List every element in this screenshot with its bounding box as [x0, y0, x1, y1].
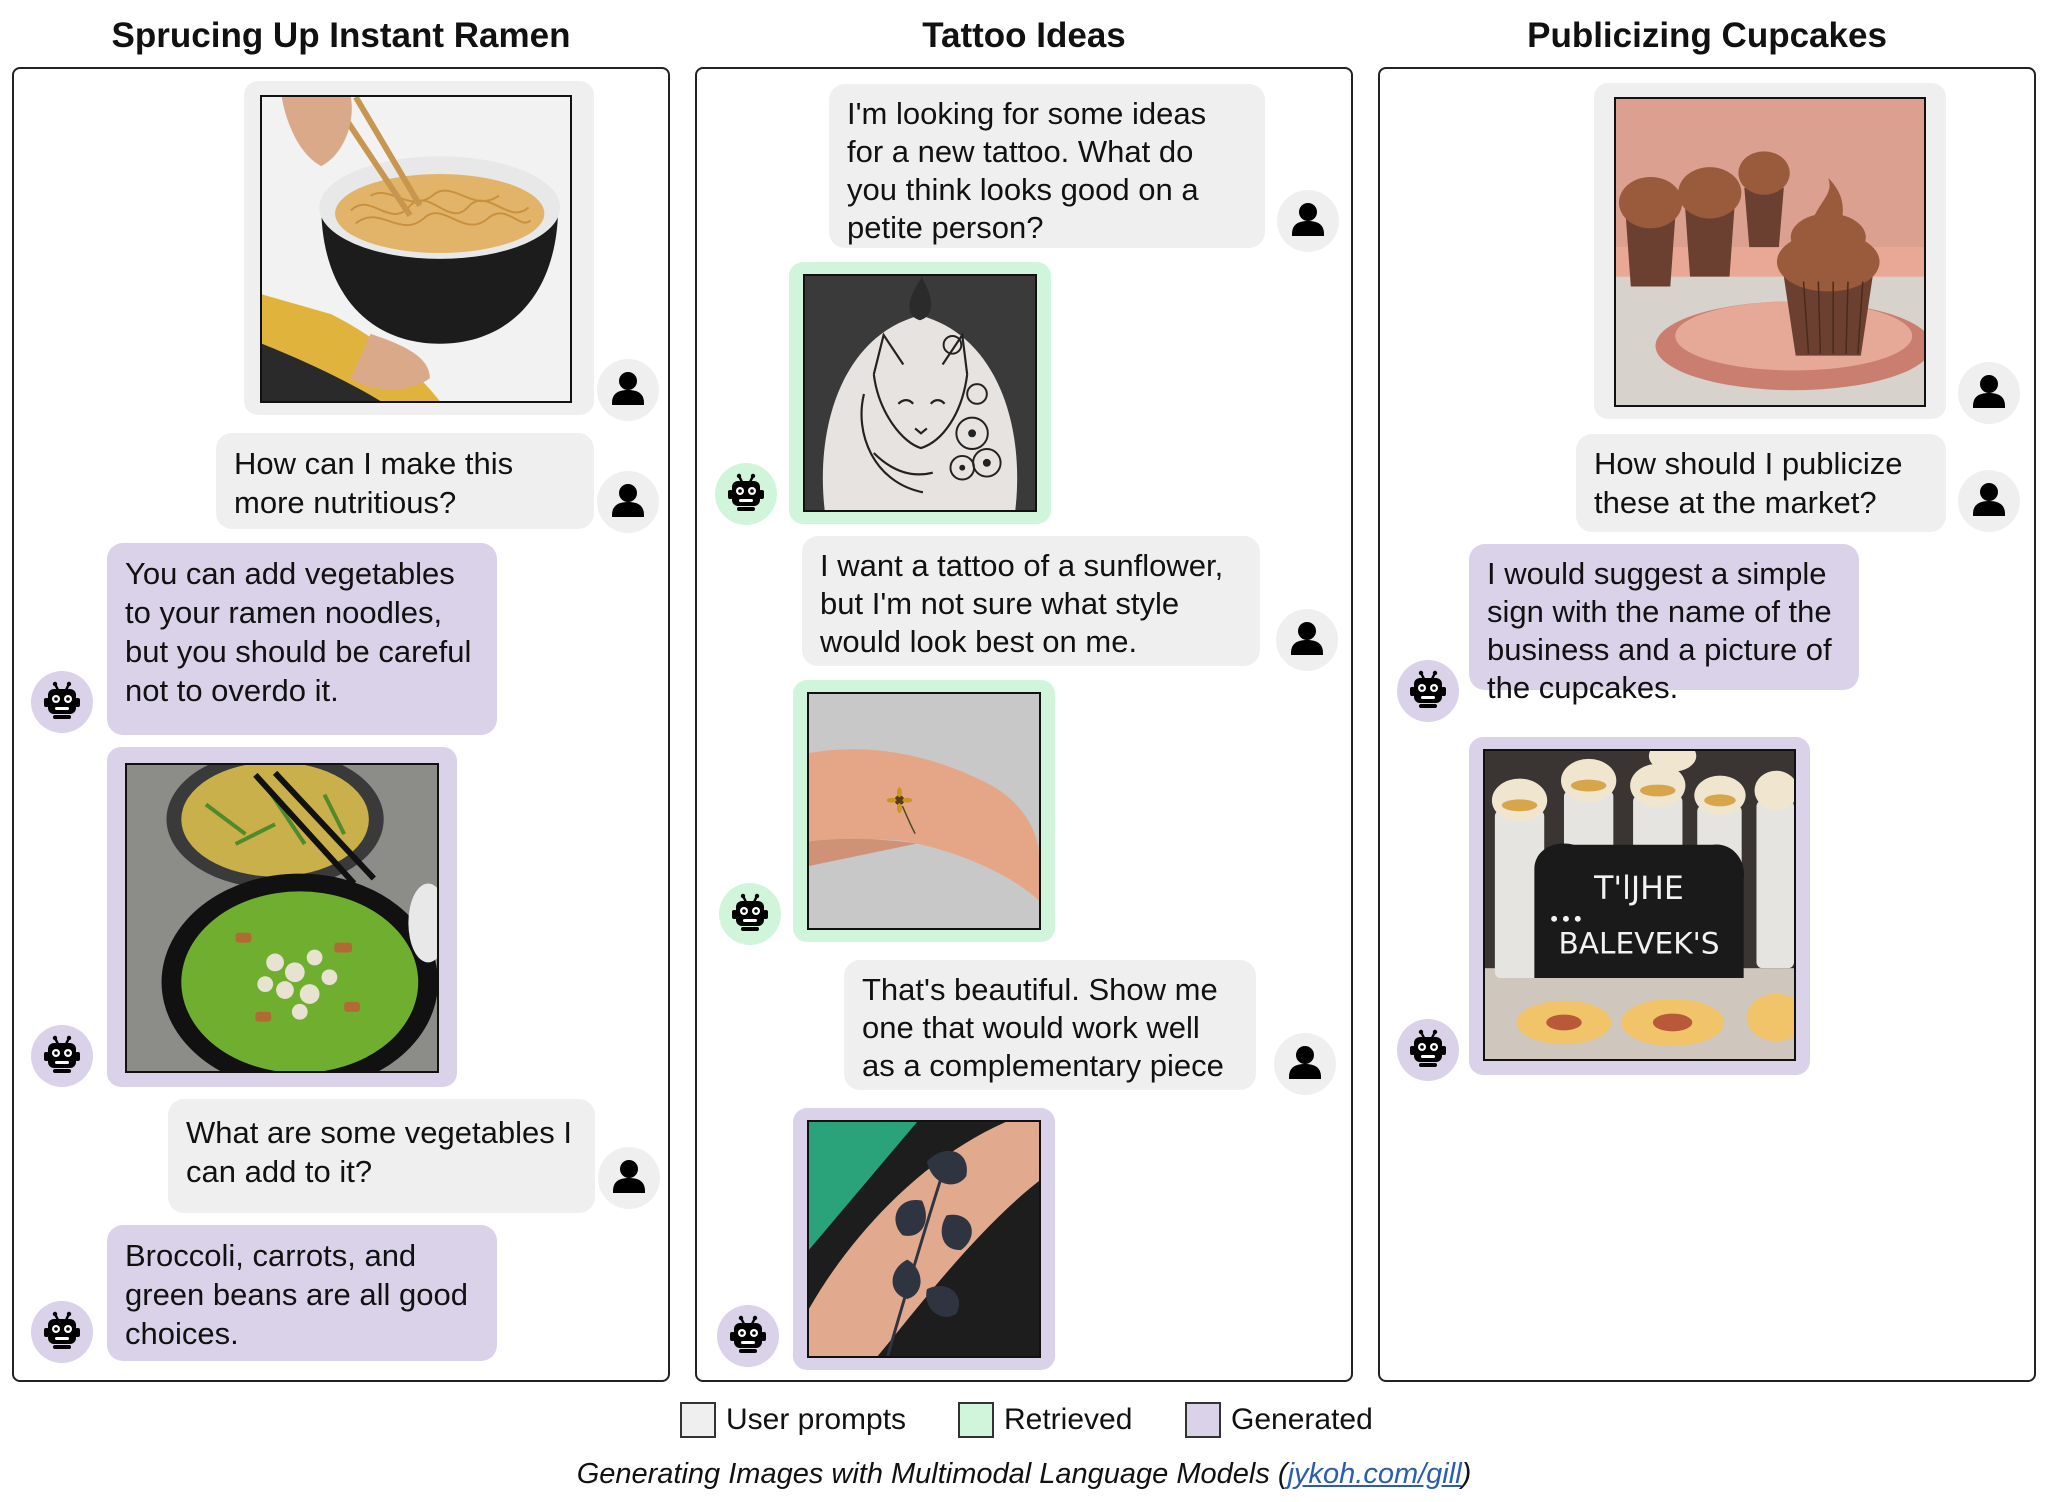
- sunflower-arm-tattoo-photo: [807, 692, 1041, 930]
- person-icon: [1958, 470, 2020, 532]
- sign-text-line-1: T'lJHE: [1593, 871, 1684, 907]
- chocolate-cupcakes-photo: [1614, 97, 1926, 407]
- user-image-bubble: [244, 81, 594, 415]
- user-message-bubble: I'm looking for some ideas for a new tat…: [829, 84, 1265, 248]
- generated-image-bubble: [107, 747, 457, 1087]
- sign-text-line-2: BALEVEK'S: [1558, 926, 1719, 960]
- legend-label-generated: Generated: [1231, 1403, 1373, 1436]
- ramen-bowl-photo: [260, 95, 572, 403]
- person-icon: [597, 471, 659, 533]
- user-message-bubble: How can I make this more nutritious?: [216, 433, 594, 529]
- generated-message-bubble: You can add vegetables to your ramen noo…: [107, 543, 497, 735]
- figure-caption: Generating Images with Multimodal Langua…: [0, 1454, 2048, 1494]
- conversation-panel-cupcakes: How should I publicize these at the mark…: [1378, 67, 2036, 1382]
- retrieved-image-bubble: [789, 262, 1051, 524]
- column-title-cupcakes: Publicizing Cupcakes: [1527, 16, 1887, 55]
- legend-label-user-prompts: User prompts: [726, 1403, 907, 1436]
- column-title-tattoo: Tattoo Ideas: [922, 16, 1126, 55]
- generated-message-bubble: I would suggest a simple sign with the n…: [1469, 544, 1859, 705]
- generated-image-bubble: T'lJHE BALEVEK'S: [1469, 737, 1810, 1075]
- robot-icon: [715, 463, 777, 525]
- person-icon: [1276, 609, 1338, 671]
- user-image-bubble: [1594, 83, 1946, 419]
- person-icon: [597, 359, 659, 421]
- caption-text: Generating Images with Multimodal Langua…: [576, 1458, 1288, 1490]
- generated-message-bubble: Broccoli, carrots, and green beans are a…: [107, 1225, 497, 1361]
- retrieved-image-bubble: [793, 680, 1055, 942]
- person-icon: [598, 1147, 660, 1209]
- person-icon: [1277, 190, 1339, 252]
- generated-image-bubble: [793, 1108, 1055, 1370]
- robot-icon: [31, 671, 93, 733]
- conversation-panel-ramen: How can I make this more nutritious? You…: [12, 67, 670, 1382]
- caption-link[interactable]: jykoh.com/gill: [1287, 1458, 1462, 1490]
- robot-icon: [719, 883, 781, 945]
- robot-icon: [31, 1025, 93, 1087]
- robot-icon: [1397, 660, 1459, 722]
- caption-close: ): [1461, 1458, 1472, 1490]
- column-title-ramen: Sprucing Up Instant Ramen: [111, 16, 571, 55]
- stir-fry-noodles-photo: [125, 763, 439, 1073]
- market-sign-photo: T'lJHE BALEVEK'S: [1483, 749, 1796, 1061]
- conversation-panel-tattoo: I'm looking for some ideas for a new tat…: [695, 67, 1353, 1382]
- user-message-bubble: I want a tattoo of a sunflower, but I'm …: [802, 536, 1260, 666]
- legend-swatch-generated: [1185, 1402, 1221, 1438]
- robot-icon: [1397, 1019, 1459, 1081]
- fox-back-tattoo-photo: [803, 274, 1037, 512]
- legend-swatch-retrieved: [958, 1402, 994, 1438]
- robot-icon: [31, 1301, 93, 1363]
- person-icon: [1274, 1033, 1336, 1095]
- legend-swatch-user-prompts: [680, 1402, 716, 1438]
- user-message-bubble: How should I publicize these at the mark…: [1576, 434, 1946, 532]
- floral-forearm-tattoo-photo: [807, 1120, 1041, 1358]
- robot-icon: [717, 1305, 779, 1367]
- legend-label-retrieved: Retrieved: [1004, 1403, 1133, 1436]
- user-message-bubble: What are some vegetables I can add to it…: [168, 1099, 595, 1213]
- person-icon: [1958, 362, 2020, 424]
- user-message-bubble: That's beautiful. Show me one that would…: [844, 960, 1256, 1090]
